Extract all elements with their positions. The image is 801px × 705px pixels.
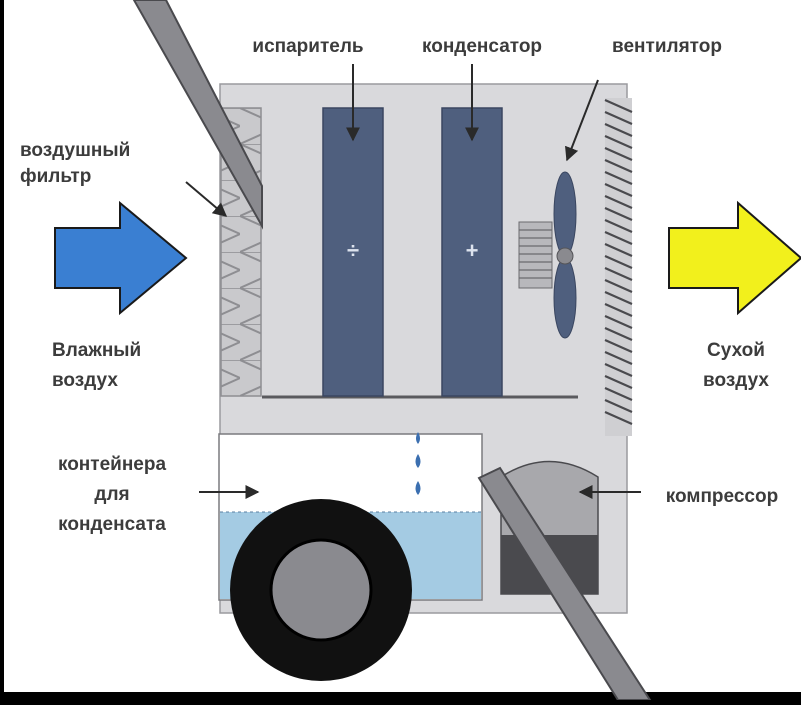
container-label-line1: контейнера [58, 454, 167, 475]
exhaust-louvers [604, 98, 633, 436]
condenser-symbol: + [466, 238, 479, 263]
air-filter-label-line2: фильтр [20, 166, 91, 187]
humid-air-inlet-arrow [54, 200, 188, 316]
evaporator-coil [322, 107, 384, 397]
dry-air-outlet-arrow [668, 200, 801, 316]
air-filter-pointer [185, 181, 228, 217]
condenser-coil [441, 107, 503, 397]
air-filter-label-line1: воздушный [20, 140, 130, 161]
fan-pointer [565, 79, 599, 162]
container-label-line3: конденсата [58, 514, 166, 535]
dry-air-label-line1: Сухой [707, 340, 765, 361]
evaporator-label: испаритель [252, 36, 363, 57]
humid-air-label-line2: воздух [52, 370, 118, 391]
fan-motor [518, 221, 553, 289]
water-drops [415, 432, 421, 495]
wheel [230, 499, 412, 681]
fan-blades [553, 171, 577, 339]
container-label-line2: для [94, 484, 129, 505]
compressor-label: компрессор [666, 486, 778, 507]
humid-air-label-line1: Влажный [52, 340, 141, 361]
evaporator-symbol: ÷ [347, 238, 359, 263]
dry-air-label-line2: воздух [703, 370, 769, 391]
refrigerant-pipe-top [132, 0, 263, 230]
condenser-label: конденсатор [422, 36, 542, 57]
fan-label: вентилятор [612, 36, 722, 57]
